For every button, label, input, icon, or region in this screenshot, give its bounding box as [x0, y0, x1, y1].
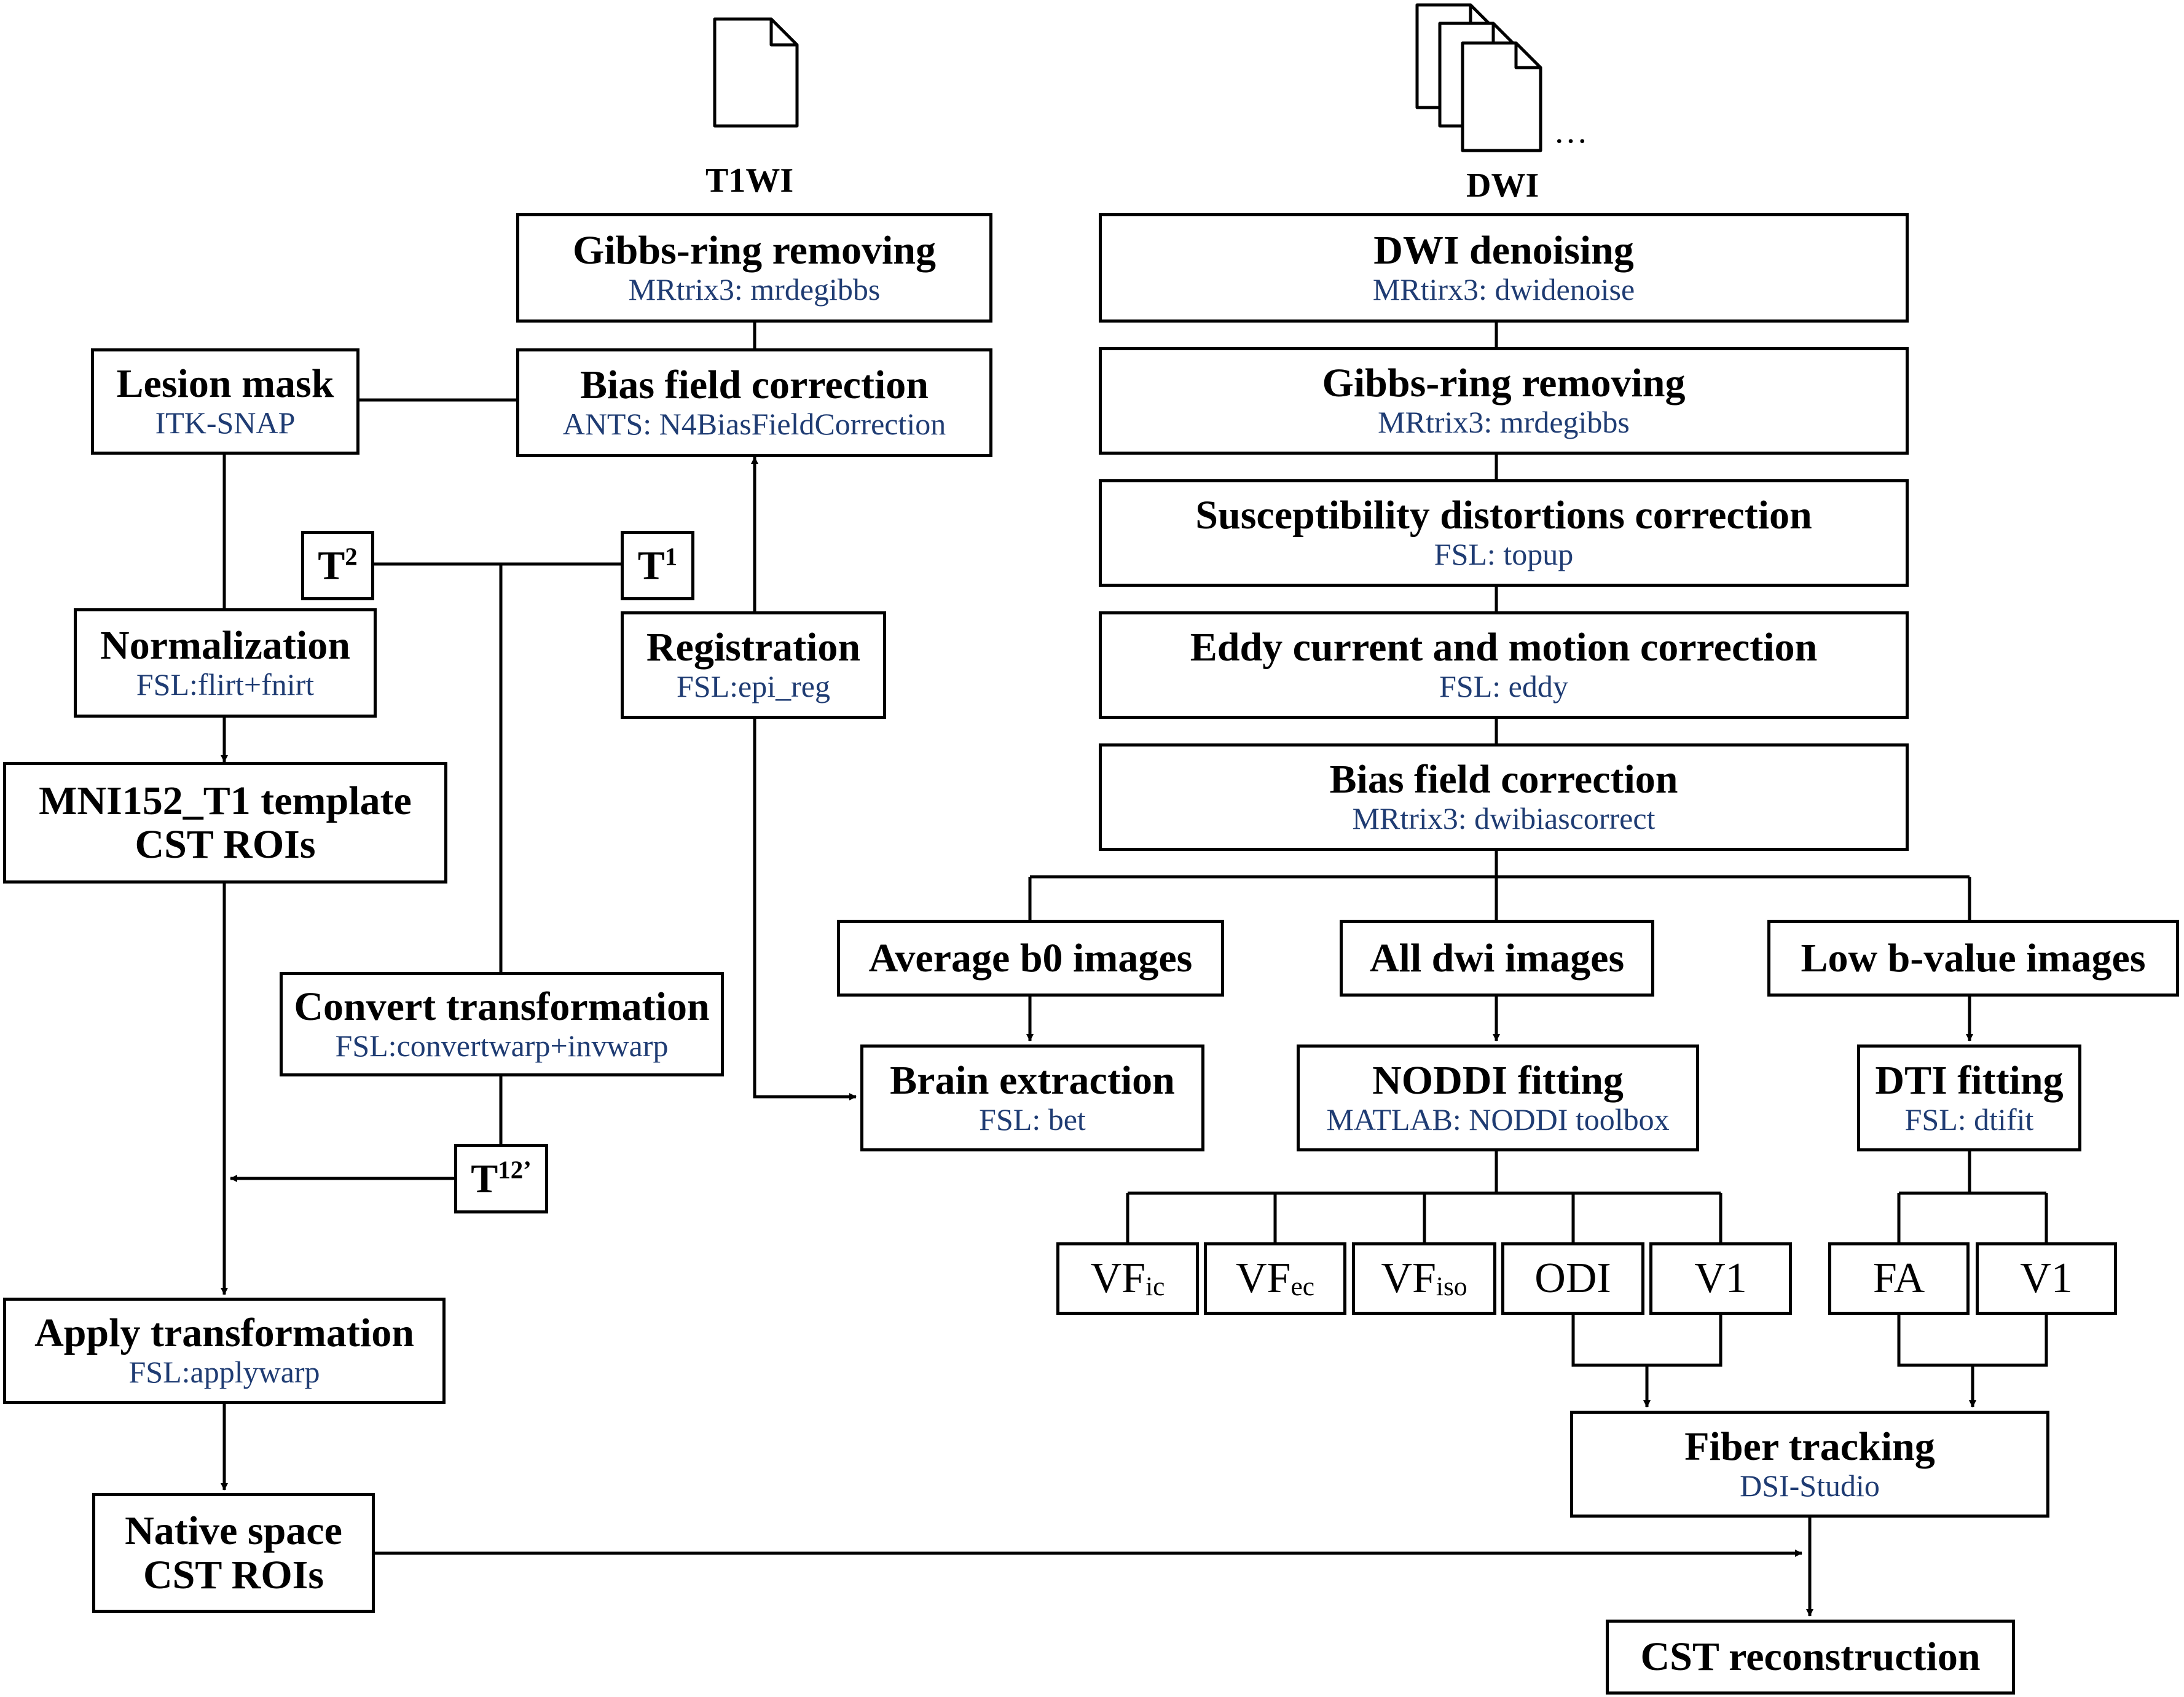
- native-space-box: Native space CST ROIs: [92, 1493, 375, 1613]
- dwi-denoise-title: DWI denoising: [1373, 227, 1634, 273]
- map-fa-label: FA: [1872, 1255, 1925, 1302]
- dwi-bias-title: Bias field correction: [1329, 757, 1678, 802]
- eddy-box: Eddy current and motion correction FSL: …: [1099, 611, 1909, 719]
- map-vfiso-base: VF: [1381, 1255, 1436, 1302]
- transform-t12-box: T12’: [454, 1144, 548, 1213]
- transform-t2-base: T: [318, 543, 345, 588]
- low-b-value-title: Low b-value images: [1801, 935, 2146, 981]
- dti-fitting-box: DTI fitting FSL: dtifit: [1857, 1044, 2081, 1151]
- map-odi-label: ODI: [1534, 1255, 1611, 1302]
- cst-reconstruction-box: CST reconstruction: [1606, 1620, 2015, 1695]
- average-b0-box: Average b0 images: [837, 920, 1224, 997]
- noddi-fitting-box: NODDI fitting MATLAB: NODDI toolbox: [1297, 1044, 1699, 1151]
- noddi-fitting-title: NODDI fitting: [1372, 1057, 1624, 1103]
- noddi-fitting-tool: MATLAB: NODDI toolbox: [1326, 1102, 1670, 1137]
- t1-bias-title: Bias field correction: [580, 363, 929, 408]
- lesion-mask-tool: ITK-SNAP: [155, 406, 296, 441]
- map-v1-noddi-label: V1: [1694, 1255, 1747, 1302]
- map-vfec-base: VF: [1235, 1255, 1291, 1302]
- normalization-title: Normalization: [100, 622, 350, 668]
- convert-transformation-tool: FSL:convertwarp+invwarp: [335, 1028, 669, 1063]
- mni-template-box: MNI152_T1 template CST ROIs: [3, 762, 447, 884]
- apply-transformation-box: Apply transformation FSL:applywarp: [3, 1298, 446, 1404]
- t1-bias-tool: ANTS: N4BiasFieldCorrection: [562, 407, 946, 442]
- lesion-mask-box: Lesion mask ITK-SNAP: [91, 348, 359, 455]
- convert-transformation-title: Convert transformation: [294, 984, 710, 1029]
- eddy-title: Eddy current and motion correction: [1190, 625, 1818, 670]
- registration-tool: FSL:epi_reg: [677, 669, 830, 704]
- transform-t12-base: T: [471, 1156, 498, 1201]
- registration-box: Registration FSL:epi_reg: [621, 611, 886, 719]
- native-space-line2: CST ROIs: [143, 1552, 324, 1597]
- fiber-tracking-tool: DSI-Studio: [1740, 1468, 1880, 1503]
- dwi-denoise-box: DWI denoising MRtirx3: dwidenoise: [1099, 213, 1909, 323]
- brain-extraction-tool: FSL: bet: [979, 1102, 1086, 1137]
- map-vfic-box: VFic: [1056, 1242, 1199, 1315]
- mni-template-line2: CST ROIs: [135, 822, 316, 867]
- dti-fitting-title: DTI fitting: [1875, 1057, 2064, 1103]
- dwi-bias-tool: MRtrix3: dwibiascorrect: [1352, 801, 1656, 836]
- map-odi-box: ODI: [1501, 1242, 1644, 1315]
- brain-extraction-box: Brain extraction FSL: bet: [860, 1044, 1204, 1151]
- mni-template-line1: MNI152_T1 template: [39, 778, 412, 823]
- map-vfec-box: VFec: [1204, 1242, 1346, 1315]
- t1-bias-box: Bias field correction ANTS: N4BiasFieldC…: [516, 348, 992, 457]
- apply-transformation-title: Apply transformation: [34, 1311, 414, 1356]
- normalization-box: Normalization FSL:flirt+fnirt: [74, 608, 377, 718]
- fiber-tracking-box: Fiber tracking DSI-Studio: [1570, 1411, 2049, 1518]
- map-v1-dti-label: V1: [2020, 1255, 2073, 1302]
- topup-tool: FSL: topup: [1434, 537, 1574, 572]
- registration-title: Registration: [646, 625, 861, 670]
- average-b0-title: Average b0 images: [868, 935, 1193, 981]
- topup-box: Susceptibility distortions correction FS…: [1099, 479, 1909, 587]
- transform-t12-sup: 12’: [498, 1156, 532, 1184]
- topup-title: Susceptibility distortions correction: [1195, 493, 1812, 538]
- transform-t2-box: T2: [301, 531, 374, 600]
- transform-t1-sup: 1: [664, 543, 678, 571]
- t1wi-label: T1WI: [705, 162, 794, 200]
- t1-gibbs-title: Gibbs-ring removing: [572, 227, 936, 273]
- eddy-tool: FSL: eddy: [1439, 669, 1568, 704]
- map-fa-box: FA: [1828, 1242, 1970, 1315]
- low-b-value-box: Low b-value images: [1767, 920, 2179, 997]
- map-v1-dti-box: V1: [1976, 1242, 2117, 1315]
- dwi-gibbs-title: Gibbs-ring removing: [1322, 361, 1686, 406]
- map-vfic-sub: ic: [1145, 1272, 1165, 1302]
- fiber-tracking-title: Fiber tracking: [1684, 1424, 1935, 1469]
- dwi-ellipsis: …: [1554, 112, 1588, 151]
- document-icon: [713, 17, 799, 128]
- transform-t2-sup: 2: [345, 543, 358, 571]
- convert-transformation-box: Convert transformation FSL:convertwarp+i…: [280, 972, 724, 1076]
- dwi-label: DWI: [1466, 167, 1539, 205]
- dwi-gibbs-box: Gibbs-ring removing MRtrix3: mrdegibbs: [1099, 347, 1909, 455]
- apply-transformation-tool: FSL:applywarp: [128, 1355, 320, 1390]
- dwi-bias-box: Bias field correction MRtrix3: dwibiasco…: [1099, 743, 1909, 851]
- native-space-line1: Native space: [125, 1508, 342, 1554]
- cst-reconstruction-title: CST reconstruction: [1640, 1634, 1981, 1680]
- t1-gibbs-tool: MRtrix3: mrdegibbs: [628, 272, 881, 307]
- transform-t1-base: T: [637, 543, 665, 588]
- all-dwi-title: All dwi images: [1369, 935, 1625, 981]
- map-vfiso-box: VFiso: [1352, 1242, 1496, 1315]
- map-v1-noddi-box: V1: [1649, 1242, 1792, 1315]
- map-vfec-sub: ec: [1290, 1272, 1314, 1302]
- document-stack-icon: [1415, 3, 1542, 152]
- t1-gibbs-box: Gibbs-ring removing MRtrix3: mrdegibbs: [516, 213, 992, 323]
- dti-fitting-tool: FSL: dtifit: [1904, 1102, 2034, 1137]
- dwi-denoise-tool: MRtirx3: dwidenoise: [1372, 272, 1635, 307]
- map-vfiso-sub: iso: [1436, 1272, 1467, 1302]
- lesion-mask-title: Lesion mask: [116, 361, 334, 407]
- dwi-gibbs-tool: MRtrix3: mrdegibbs: [1378, 405, 1630, 440]
- transform-t1-box: T1: [621, 531, 694, 600]
- map-vfic-base: VF: [1090, 1255, 1146, 1302]
- normalization-tool: FSL:flirt+fnirt: [136, 667, 315, 702]
- brain-extraction-title: Brain extraction: [890, 1057, 1175, 1103]
- all-dwi-box: All dwi images: [1340, 920, 1654, 997]
